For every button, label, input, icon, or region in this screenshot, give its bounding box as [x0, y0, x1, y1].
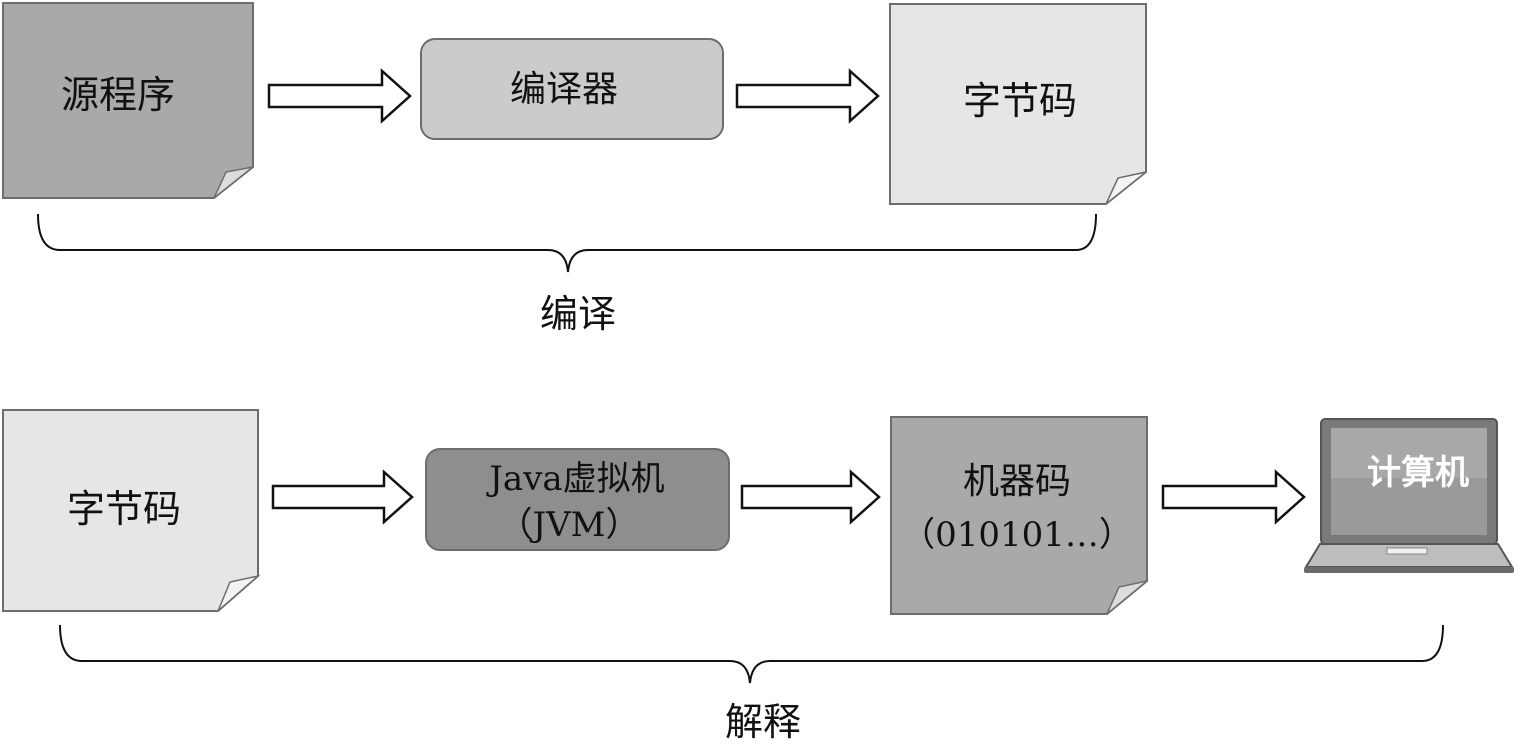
arrow-icon [740, 469, 881, 525]
bytecode-label: 字节码 [67, 487, 181, 531]
compile-brace-label: 编译 [540, 292, 616, 336]
machine-code-label-line2: （010101…） [901, 515, 1133, 555]
computer-label: 计算机 [1367, 453, 1469, 493]
interpret-brace-label: 解释 [725, 700, 801, 744]
bytecode-note: 字节码 [2, 409, 261, 612]
jvm-label-line1: Java虚拟机 [486, 459, 664, 499]
bytecode-note: 字节码 [889, 3, 1147, 205]
compile-brace [37, 213, 1097, 273]
source-program-note: 源程序 [2, 2, 254, 199]
machine-code-label-line1: 机器码 [963, 461, 1071, 502]
arrow-icon [735, 68, 880, 124]
jvm-label-line2: （JVM） [499, 505, 640, 545]
machine-code-note: 机器码 （010101…） [890, 416, 1148, 615]
arrow-icon [1161, 469, 1306, 525]
arrow-icon [267, 68, 412, 124]
source-program-label: 源程序 [61, 73, 175, 117]
bytecode-label: 字节码 [963, 79, 1077, 123]
jvm-box: Java虚拟机 （JVM） [425, 448, 730, 551]
interpret-brace [59, 624, 1444, 684]
compiler-box: 编译器 [420, 38, 724, 140]
arrow-icon [271, 469, 414, 525]
laptop-icon: 计算机 [1304, 418, 1514, 573]
compiler-label: 编译器 [510, 69, 618, 110]
